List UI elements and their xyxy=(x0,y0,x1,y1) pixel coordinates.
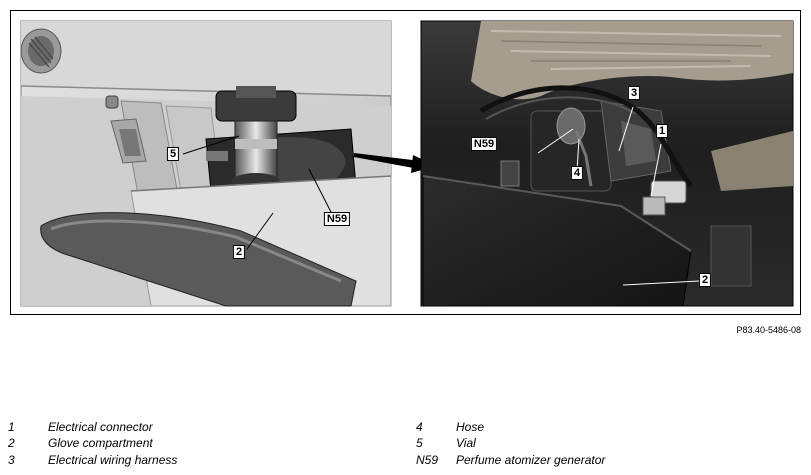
legend-text: Electrical wiring harness xyxy=(48,453,178,467)
air-vent-drawing xyxy=(20,28,62,74)
legend-text: Perfume atomizer generator xyxy=(456,453,606,467)
legend-text: Hose xyxy=(456,420,485,434)
callout-2-left: 2 xyxy=(232,245,246,259)
legend-text: Vial xyxy=(456,436,476,450)
legend-number: 2 xyxy=(8,436,15,450)
callout-n59-left: N59 xyxy=(323,212,351,226)
figure-frame: 5 N59 2 3 1 N59 4 2 xyxy=(10,10,801,315)
legend-number: 1 xyxy=(8,420,15,434)
figure-illustration xyxy=(20,20,794,307)
left-illustration xyxy=(20,20,392,307)
callout-5-left: 5 xyxy=(166,147,180,161)
figure-reference-code: P83.40-5486-08 xyxy=(736,325,801,335)
callout-n59-right: N59 xyxy=(470,137,498,151)
legend-text: Glove compartment xyxy=(48,436,153,450)
legend-number: N59 xyxy=(416,453,439,467)
perfume-generator-photo xyxy=(530,100,672,192)
callout-3-right: 3 xyxy=(627,86,641,100)
callout-1-right: 1 xyxy=(655,124,669,138)
callout-2-right: 2 xyxy=(698,273,712,287)
legend-number: 4 xyxy=(416,420,423,434)
callout-4-right: 4 xyxy=(570,166,584,180)
legend-number: 5 xyxy=(416,436,423,450)
legend-text: Electrical connector xyxy=(48,420,153,434)
legend-number: 3 xyxy=(8,453,15,467)
right-photo xyxy=(420,20,794,307)
zoom-arrow xyxy=(354,153,421,169)
